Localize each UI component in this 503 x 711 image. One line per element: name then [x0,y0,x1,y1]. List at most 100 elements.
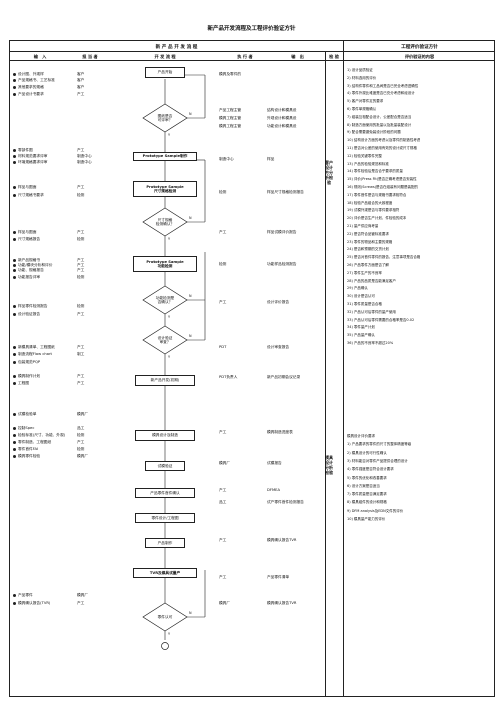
eval-item: 9) DFM analysis及EDN文件的评价 [347,508,404,513]
input-item: 其他要求的规格 [13,85,44,89]
flow-decision-func-check-label: 功能检测是 否确认？ [155,295,175,304]
header-eval-policy: 工程评价验证方针 [401,45,438,50]
bullet-icon [13,72,16,76]
input-item: 试模检验单 [13,412,36,416]
eval-item: 1) 产品要求的零件的尺寸的整体精度等级 [347,442,412,447]
input-dept: 客户 [77,78,85,82]
input-item: 产品零件 [13,593,33,597]
input-text: 检验标准(尺寸、功能、外观) [18,433,66,437]
bullet-icon [13,447,16,451]
bullet-icon [13,601,16,605]
input-dept: 产工 [77,148,85,152]
flow-first-article-box: 产品零件首件确认 [135,488,195,498]
col-exec: 执 行 者 [237,54,253,59]
eval-item: 26) 产品零件方面是否了解 [347,263,389,267]
no-label: N [189,611,192,615]
exec-person: 产品工程主管 [219,108,242,112]
eval-item: 30) 设计是否认可 [347,294,375,299]
input-item: 功能报告评审 [13,275,40,279]
bullet-icon [13,381,16,385]
check-vertical-label: 客户设计方分析检验 [325,160,333,185]
input-item: 功能、规格报告 [13,268,44,272]
bullet-icon [13,258,16,262]
input-dept: 产工 [77,381,85,385]
exec-output: 试产零件首件检测报告 [267,500,304,504]
exec-output: 外观设计和模具设 [267,116,297,120]
exec-output: 样品试模评价报告 [267,230,297,234]
exec-person: 模具厂 [219,461,231,465]
eval-item: 34) 零件量产计划 [347,325,375,330]
col-flow: 开 发 流 程 [154,54,176,59]
input-item: 样品与图面 [13,185,36,189]
eval-item: 33) 产品认可后零件需要的合格率是否0.02 [347,317,415,322]
bullet-icon [13,268,16,272]
input-dept: 制工 [77,352,85,356]
exec-output: 产品零件清单 [267,575,290,579]
input-item: 制造流程Flow chart [13,352,52,356]
bullet-icon [13,160,16,164]
no-label: N [189,294,192,298]
input-item: 模具零件检验 [13,454,40,458]
exec-output: 模具制造进度表 [267,430,293,434]
exec-person: 模具工程主管 [219,124,242,128]
exec-person: PDT [219,345,227,349]
eval-item: 4) 零件外观比难度是否已充分考虑和经设计 [347,91,415,96]
no-label: N [189,334,192,338]
input-item: 零件首件FAI [13,447,38,451]
flow-decision-drawing-review-label: 图纸是否 可评审？ [157,113,173,122]
input-text: 零件首件FAI [18,447,39,451]
input-text: 功能/模块分析和评价 [18,263,53,267]
bullet-icon [13,352,16,356]
table-header-row: 新 产 品 开 发 流 程 工程评价验证方针 [10,41,494,52]
yes-label: Y [168,315,171,319]
eval-item: 23) 零件的物品和主要的规格 [347,239,393,244]
input-item: 样品与图面 [13,230,36,234]
input-item: 尺寸规格报告 [13,237,40,241]
input-item: 产品规格书、工艺标准 [13,78,55,82]
input-dept: 品工 [77,426,85,430]
flow-proto-func-box: Prototype Sample 功能检测 [133,256,197,272]
exec-output: 设计评价报告 [267,300,290,304]
eval-item: 28) 产品的品质是否能满足客户 [347,278,396,283]
bullet-icon [13,263,16,267]
exec-output: 样品尺寸规格检测报告 [267,190,304,194]
process-table: 新 产 品 开 发 流 程 工程评价验证方针 输 入 担 当 者 开 发 流 程… [9,40,495,697]
exec-person: 检测 [219,190,227,194]
input-text: 产品设计书要求 [18,92,44,96]
input-dept: 产工 [77,345,85,349]
input-text: 样品与图面 [18,230,37,234]
input-dept: 客户 [77,72,85,76]
input-dept: 产工 [77,263,85,267]
exec-output: 样品 [267,157,275,161]
exec-person: 产工 [219,488,227,492]
input-item: 新模具清单、工程图纸 [13,345,55,349]
bullet-icon [13,92,16,96]
eval-item: 11) 是否对公差的使用有效的设计或尺寸规格 [347,146,417,150]
eval-item: 12) 检验关键零件完整 [347,153,382,158]
input-dept: 产工 [77,230,85,234]
input-dept: 产工 [77,258,85,262]
eval-item: 27) 零件生产的不良率 [347,270,382,275]
divider-check [325,52,326,696]
input-dept: 模具厂 [77,454,89,458]
flow-trial-box: 试模验证 [145,461,185,471]
input-dept: 客户 [77,85,85,89]
flow-new-product-box: 新产品开发(初期) [135,375,195,386]
input-dept: 模具厂 [77,593,89,597]
exec-output: 结构设计和模具设 [267,108,297,112]
input-text: 试模检验单 [18,412,37,416]
input-text: 样品零件检测报告 [18,304,48,308]
input-dept: 制造中心 [77,160,92,164]
input-text: 零件制造、工程图纸 [18,440,52,444]
bullet-icon [13,85,16,89]
bullet-icon [13,433,16,437]
bullet-icon [13,360,16,364]
eval-item: 5) 客户对零件定的要求 [347,99,384,104]
eval-item: 1) 设计品质验证 [347,68,373,72]
input-text: 制造流程Flow chart [18,352,52,356]
input-dept: 产工 [77,601,85,605]
input-text: 功能、规格报告 [18,268,44,272]
eval-item: 3) 结构件零件和工品间是否已完全考虑进确性 [347,83,419,88]
input-dept: 检测 [77,193,85,197]
